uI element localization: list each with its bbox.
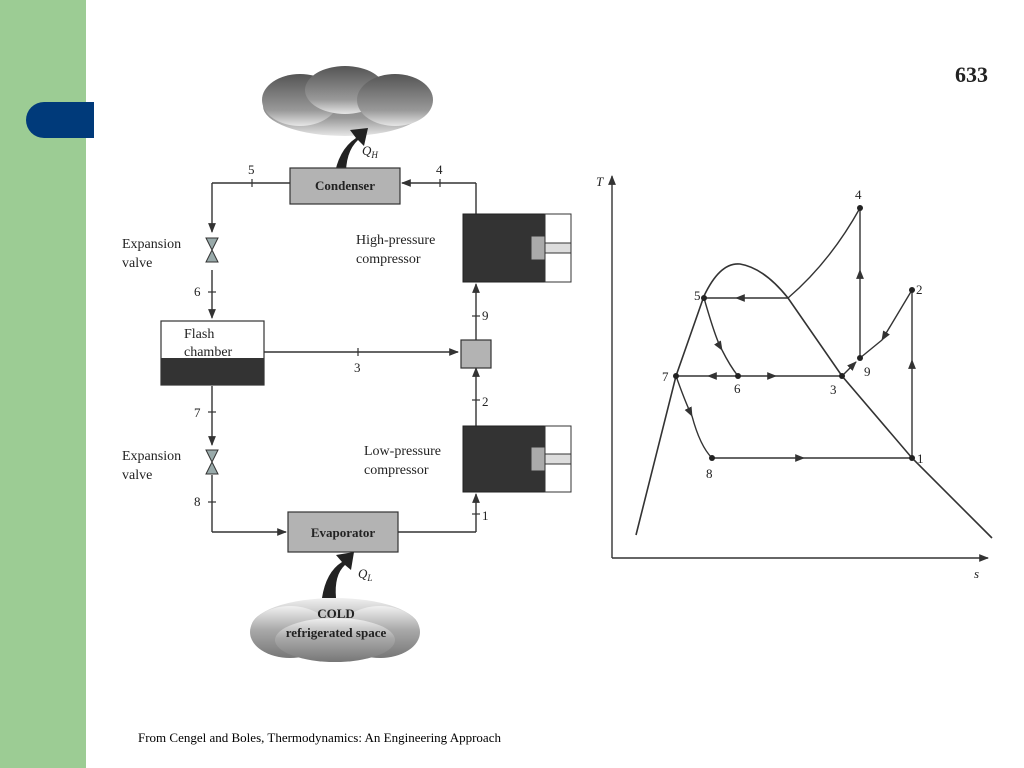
expansion-valve-lower-line1: Expansion [122, 449, 181, 464]
hp-compressor-line1: High-pressure [356, 233, 435, 248]
ts-point-4: 4 [855, 187, 862, 202]
ts-point-2: 2 [916, 282, 923, 297]
lp-compressor-line2: compressor [364, 463, 429, 478]
expansion-valve-lower-line2: valve [122, 468, 152, 483]
lp-compressor [462, 425, 572, 493]
condenser-box [289, 167, 401, 205]
expansion-valve-upper-line1: Expansion [122, 237, 181, 252]
ts-point-9: 9 [864, 364, 871, 379]
ts-point-3: 3 [830, 382, 837, 397]
state-3-label: 3 [354, 360, 361, 375]
heat-out-arrow [334, 128, 368, 178]
ts-point-6: 6 [734, 381, 741, 396]
source-citation: From Cengel and Boles, Thermodynamics: A… [138, 730, 501, 745]
state-4-label: 4 [436, 162, 443, 177]
state-8-label: 8 [194, 494, 201, 509]
lp-compressor-line1: Low-pressure [364, 444, 441, 459]
expansion-valve-lower-symbol [205, 449, 219, 475]
state-1-label: 1 [482, 508, 489, 523]
expansion-valve-upper-symbol [205, 237, 219, 263]
ts-x-axis-label: s [974, 566, 979, 581]
condenser-label: Condenser [315, 178, 375, 193]
ts-point-7: 7 [662, 369, 669, 384]
evaporator-box [287, 511, 399, 553]
heat-in-label: QL [358, 566, 372, 583]
flash-chamber-liquid [161, 358, 264, 385]
ts-point-1: 1 [917, 451, 924, 466]
slide-marker-pill [26, 102, 94, 138]
flash-chamber-line2: chamber [184, 345, 233, 360]
ts-point-8: 8 [706, 466, 713, 481]
state-5-label: 5 [248, 162, 255, 177]
mixing-chamber-box [460, 339, 492, 369]
hot-space-cloud [262, 66, 433, 136]
cold-space-line2: refrigerated space [286, 625, 387, 640]
hp-compressor-line2: compressor [356, 252, 421, 267]
ts-y-axis-label: T [596, 174, 604, 189]
flash-chamber-line1: Flash [184, 327, 214, 342]
ts-process-lines [675, 207, 916, 462]
state-7-label: 7 [194, 405, 201, 420]
heat-in-arrow [322, 552, 354, 598]
state-6-label: 6 [194, 284, 201, 299]
saturation-dome [635, 263, 993, 539]
state-2-label: 2 [482, 394, 489, 409]
page-number: 633 [955, 62, 988, 87]
state-ticks [208, 179, 480, 515]
ts-points [673, 205, 915, 461]
ts-point-5: 5 [694, 288, 701, 303]
cycle-piping [208, 179, 480, 536]
hp-compressor [462, 213, 572, 283]
heat-out-label: QH [362, 143, 378, 160]
evaporator-label: Evaporator [311, 525, 376, 540]
ts-axes [608, 175, 989, 562]
state-9-label: 9 [482, 308, 489, 323]
cold-space-line1: COLD [317, 606, 355, 621]
cold-space-cloud [250, 598, 420, 662]
expansion-valve-upper-line2: valve [122, 256, 152, 271]
